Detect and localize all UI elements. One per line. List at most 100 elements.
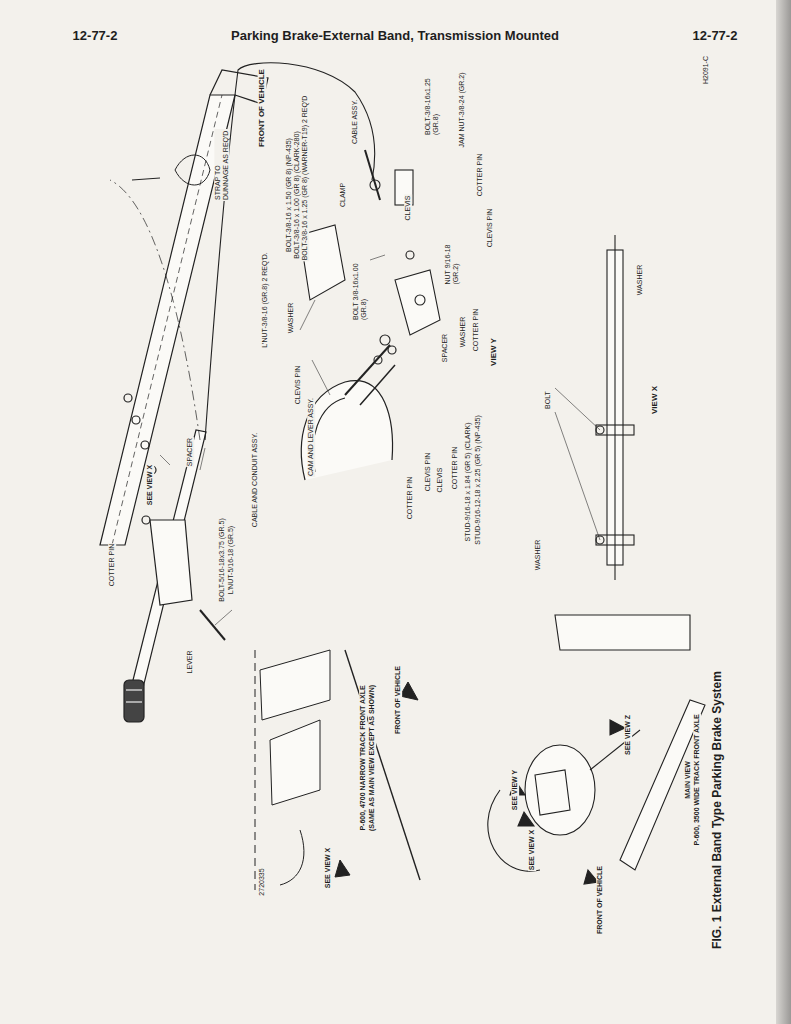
part-label: L'NUT-5/16-18 (GR.5) [227, 525, 235, 595]
part-label: SPACER [441, 333, 449, 363]
part-label: P-600, 3500 WIDE TRACK FRONT AXLE [693, 713, 701, 846]
view-y-brackets-shape [395, 270, 440, 335]
lever-shape [124, 680, 144, 722]
part-label: SEE VIEW X [146, 464, 154, 506]
part-label: BOLT 3/8-16x1.00 (GR.8) [352, 259, 367, 321]
part-label: COTTER PIN [406, 476, 414, 520]
brake-drum-shape [345, 345, 390, 395]
frame-rail [100, 70, 268, 545]
page-edge [776, 0, 791, 1024]
part-label: COTTER PIN [451, 446, 459, 490]
part-label: CLEVIS PIN [486, 208, 494, 249]
view-x-shape [614, 565, 615, 580]
main-view-shape [525, 745, 595, 835]
leader-lines [160, 255, 600, 625]
frame-rail-shape [141, 441, 149, 449]
page-number: 12-77-2 [72, 29, 119, 43]
brake-drum-shape [360, 365, 395, 405]
part-label: CLEVIS PIN [294, 365, 302, 406]
leader-lines-shape [160, 455, 170, 465]
part-label: H2091-C [702, 55, 710, 85]
frame-rail-shape [132, 416, 140, 424]
part-label: SEE VIEW Y [511, 769, 519, 811]
narrow-track-inset-shape [335, 860, 350, 877]
leader-lines-shape [300, 300, 315, 330]
main-view-shape [555, 615, 690, 650]
part-label: COTTER PIN [108, 543, 116, 587]
view-y-brackets [300, 150, 440, 364]
part-label: FRONT OF VEHICLE [596, 865, 604, 935]
part-label: FRONT OF VEHICLE [258, 68, 267, 148]
page-number: 12-77-2 [692, 29, 739, 43]
part-label: CLEVIS [436, 467, 444, 494]
view-y-brackets-shape [380, 335, 390, 345]
lever-shape [126, 701, 142, 702]
part-label: P-600, 4700 NARROW TRACK FRONT AXLE [359, 684, 367, 831]
narrow-track-inset-shape [280, 830, 304, 885]
part-label: BOLT-3/8-16 x 1.50 (GR 8) (NP-435) [285, 137, 293, 253]
part-label: BOLT-3/8-16 x 1.00 (GR 8) (CLARK-280) [293, 130, 301, 259]
view-y-brackets-shape [415, 295, 425, 305]
cable [110, 63, 375, 440]
narrow-track-inset-shape [345, 650, 420, 880]
brake-drum-shape [301, 381, 392, 480]
narrow-track-inset-shape [400, 682, 418, 700]
view-x-shape [596, 426, 604, 434]
frame-rail-shape [112, 95, 222, 545]
leader-lines-shape [312, 360, 330, 395]
lever-shape [128, 430, 206, 700]
leader-lines-shape [555, 412, 600, 540]
part-label: COTTER PIN [472, 308, 480, 352]
lever-shape [126, 689, 142, 690]
part-label: VIEW X [651, 385, 660, 415]
part-label: SEE VIEW X [528, 829, 536, 871]
part-label: STUD-9/16-12-18 x 2.25 (GR 5) (NP-435) [474, 414, 482, 546]
view-y-brackets-shape [365, 150, 380, 200]
main-view-shape [535, 770, 570, 815]
part-label: L'NUT-3/8-16 (GR.8) 2 REQ'D. [261, 251, 269, 349]
narrow-track-inset-shape [255, 650, 256, 890]
part-label: WASHER [636, 264, 644, 296]
part-label: 2720335 [258, 867, 266, 896]
part-label: SPACER [186, 437, 194, 467]
main-view-shape [610, 720, 625, 735]
frame-rail-shape [124, 394, 132, 402]
cable-shape [110, 180, 200, 440]
part-label: STUD-9/16-18 x 1.84 (GR 5) (CLARK) [464, 421, 472, 542]
part-label: SEE VIEW Z [624, 714, 632, 756]
view-x-shape [596, 536, 604, 544]
part-label: COTTER PIN [476, 153, 484, 197]
part-label: BOLT [544, 390, 552, 410]
part-label: MAIN VIEW [684, 760, 692, 800]
leader-lines-shape [555, 388, 600, 430]
strap-shape [132, 178, 160, 180]
narrow-track-inset [255, 650, 420, 890]
frame-rail-shape [142, 516, 150, 524]
part-label: CABLE ASSY. [351, 99, 359, 145]
part-label: BOLT-5/16-18x3.75 (GR.5) [218, 517, 226, 603]
part-label: NUT 9/16-18 (GR.2) [444, 239, 459, 286]
view-x [596, 235, 634, 580]
view-x-shape [614, 250, 615, 565]
part-label: JAM NUT-3/8-24 (GR.2) [458, 71, 466, 148]
view-x-shape [614, 235, 615, 250]
part-label: BOLT-3/8-16x1.25 (GR.8) [424, 64, 439, 136]
part-label: BOLT-3/8-16 x 1.25 (GR 8) (WARNER-T19) 2… [301, 95, 309, 262]
strap-shape [175, 155, 210, 185]
part-label: CABLE AND CONDUIT ASSY. [251, 432, 259, 528]
part-label: FRONT OF VEHICLE [394, 665, 402, 735]
part-label: CLEVIS PIN [424, 452, 432, 493]
frame-rail-shape [100, 95, 235, 545]
main-view-shape [620, 700, 705, 870]
part-label: LEVER [186, 650, 194, 675]
part-label: SEE VIEW X [324, 847, 332, 889]
part-label: CLAMP [339, 182, 347, 208]
part-label: CAM AND LEVER ASSY. [307, 397, 315, 477]
lever-shape [200, 610, 225, 640]
brake-drum-shape [388, 346, 396, 354]
leader-lines-shape [200, 448, 205, 470]
view-x-shape [596, 535, 634, 545]
part-label: CLEVIS [404, 195, 412, 222]
brake-drum-shape [313, 398, 345, 472]
main-view-shape [518, 812, 534, 826]
